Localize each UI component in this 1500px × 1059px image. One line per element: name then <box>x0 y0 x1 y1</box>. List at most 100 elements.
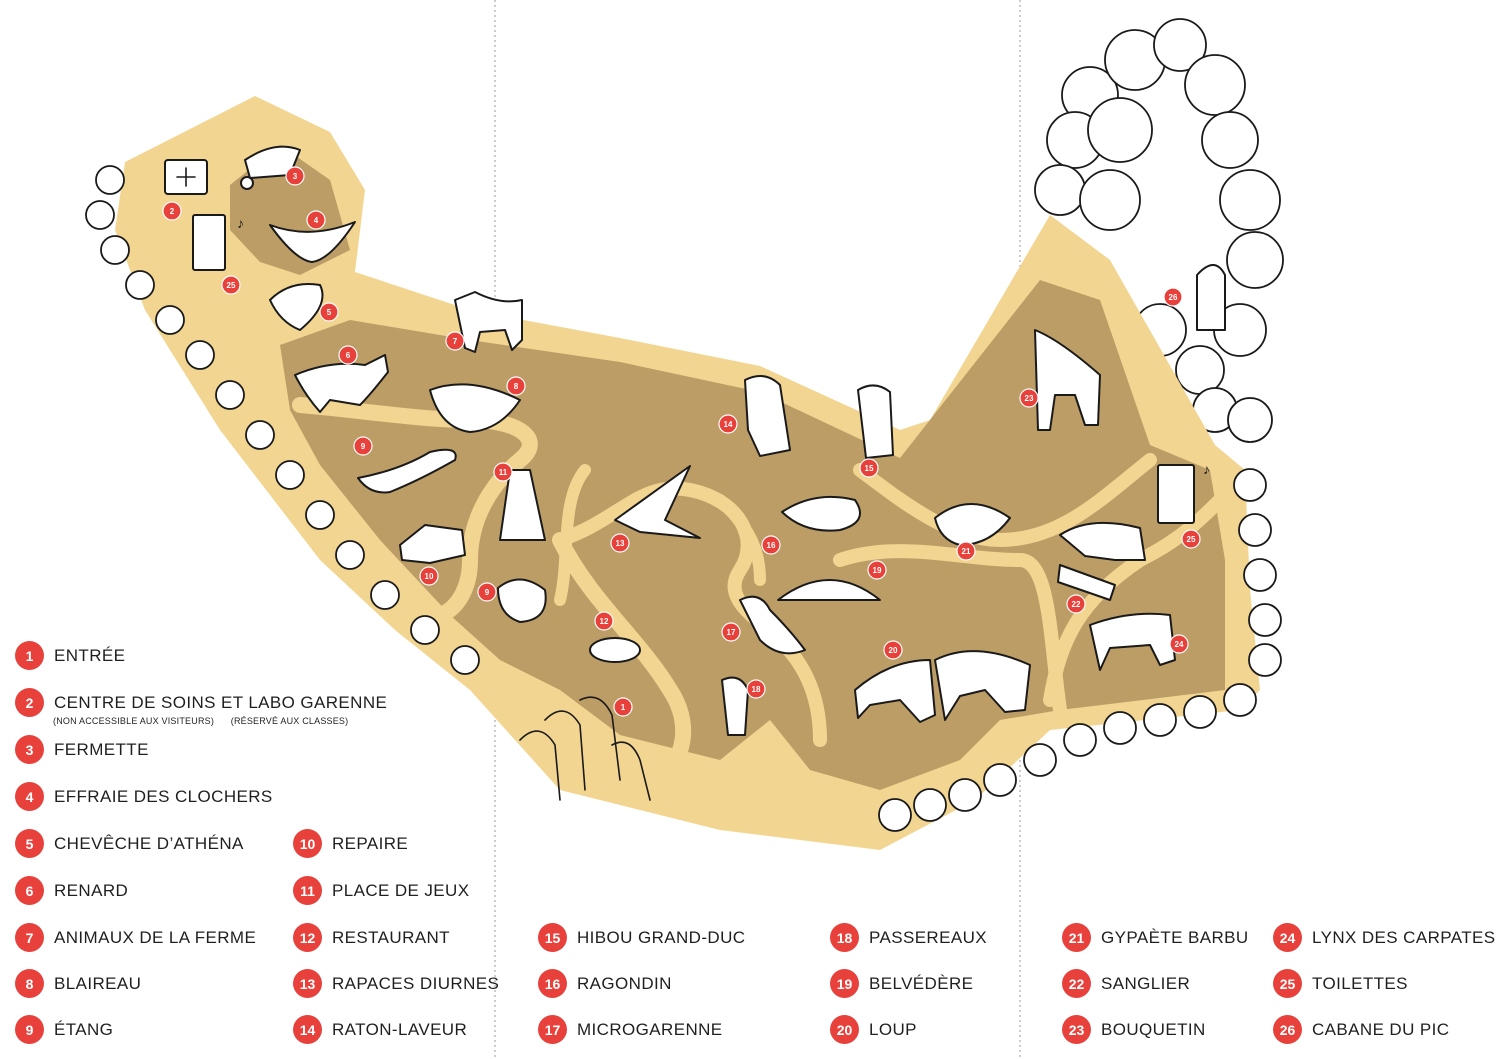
tree-icon <box>1227 397 1273 443</box>
bush-icon <box>85 200 115 230</box>
legend-number-badge: 8 <box>15 969 44 998</box>
map-marker-15[interactable]: 15 <box>859 458 879 478</box>
tree-icon <box>1219 169 1281 231</box>
map-marker-5[interactable]: 5 <box>319 302 339 322</box>
map-marker-number: 8 <box>514 382 519 391</box>
legend-label: BLAIREAU <box>54 973 142 993</box>
legend-label: HIBOU GRAND-DUC <box>577 927 746 947</box>
legend-item-10: 10 REPAIRE <box>293 829 408 858</box>
legend-number-badge: 17 <box>538 1015 567 1044</box>
tree-icon <box>1226 231 1284 289</box>
legend-number-badge: 23 <box>1062 1015 1091 1044</box>
map-marker-3[interactable]: 3 <box>285 166 305 186</box>
map-marker-number: 5 <box>327 308 332 317</box>
badger-icon <box>429 383 521 433</box>
bush-icon <box>1248 643 1282 677</box>
map-marker-4[interactable]: 4 <box>306 210 326 230</box>
map-marker-number: 9 <box>361 442 366 451</box>
tree-icon <box>1034 164 1086 216</box>
map-marker-number: 12 <box>600 617 609 626</box>
map-marker-18[interactable]: 18 <box>746 679 766 699</box>
map-marker-circle <box>761 535 781 555</box>
legend-item-8: 8 BLAIREAU <box>15 969 141 998</box>
map-marker-25[interactable]: 25 <box>1181 529 1201 549</box>
legend-number-badge: 16 <box>538 969 567 998</box>
legend-number-badge: 9 <box>15 1015 44 1044</box>
map-marker-21[interactable]: 21 <box>956 541 976 561</box>
map-marker-23[interactable]: 23 <box>1019 388 1039 408</box>
map-marker-circle <box>493 462 513 482</box>
map-marker-13[interactable]: 13 <box>610 533 630 553</box>
restaurant-plate-icon <box>589 637 641 663</box>
map-marker-2[interactable]: 2 <box>162 201 182 221</box>
bush-icon <box>983 763 1017 797</box>
inner-path <box>292 397 538 627</box>
salamander-icon <box>357 448 457 494</box>
map-marker-10[interactable]: 10 <box>419 566 439 586</box>
map-marker-circle <box>477 582 497 602</box>
barn-owl-icon <box>269 221 356 263</box>
map-marker-22[interactable]: 22 <box>1066 594 1086 614</box>
map-marker-12[interactable]: 12 <box>594 611 614 631</box>
map-marker-24[interactable]: 24 <box>1169 634 1189 654</box>
map-marker-number: 25 <box>227 281 236 290</box>
bush-icon <box>370 580 400 610</box>
map-marker-20[interactable]: 20 <box>883 640 903 660</box>
map-marker-11[interactable]: 11 <box>493 462 513 482</box>
map-marker-circle <box>721 622 741 642</box>
map-marker-7[interactable]: 7 <box>445 331 465 351</box>
map-marker-9[interactable]: 9 <box>477 582 497 602</box>
map-marker-circle <box>338 345 358 365</box>
map-marker-number: 1 <box>621 703 626 712</box>
legend-number-badge: 7 <box>15 923 44 952</box>
legend-label: REPAIRE <box>332 833 409 853</box>
legend-note-centre-soins: (NON ACCESSIBLE AUX VISITEURS) (RÉSERVÉ … <box>53 716 348 726</box>
legend-number-badge: 13 <box>293 969 322 998</box>
legend-label: ÉTANG <box>54 1019 114 1039</box>
map-marker-circle <box>1163 287 1183 307</box>
map-marker-number: 18 <box>752 685 761 694</box>
bush-icon <box>305 500 335 530</box>
legend-number-badge: 15 <box>538 923 567 952</box>
map-marker-16[interactable]: 16 <box>761 535 781 555</box>
legend-label: EFFRAIE DES CLOCHERS <box>54 786 273 806</box>
inner-path <box>1043 493 1227 707</box>
map-marker-25[interactable]: 25 <box>221 275 241 295</box>
map-marker-number: 11 <box>499 468 508 477</box>
bush-icon <box>913 788 947 822</box>
map-marker-number: 19 <box>873 566 882 575</box>
map-marker-number: 2 <box>170 207 175 216</box>
map-marker-19[interactable]: 19 <box>867 560 887 580</box>
ibex-icon <box>1034 329 1101 431</box>
map-marker-8[interactable]: 8 <box>506 376 526 396</box>
legend-number-badge: 10 <box>293 829 322 858</box>
map-marker-circle <box>506 376 526 396</box>
legend-number-badge: 4 <box>15 782 44 811</box>
bush-icon <box>245 420 275 450</box>
legend-label: FERMETTE <box>54 739 149 759</box>
inner-path <box>833 544 1067 717</box>
vulture-nest-icon <box>934 503 1011 546</box>
bush-icon <box>878 798 912 832</box>
map-marker-26[interactable]: 26 <box>1163 287 1183 307</box>
map-marker-circle <box>419 566 439 586</box>
map-marker-1[interactable]: 1 <box>613 697 633 717</box>
map-marker-6[interactable]: 6 <box>338 345 358 365</box>
tree-icon <box>1153 18 1207 72</box>
map-marker-14[interactable]: 14 <box>718 414 738 434</box>
legend-number-badge: 1 <box>15 641 44 670</box>
bush-icon <box>1023 743 1057 777</box>
eagle-owl-icon <box>857 384 894 459</box>
legend-label: PASSEREAUX <box>869 927 988 947</box>
map-marker-9[interactable]: 9 <box>353 436 373 456</box>
fox-icon <box>294 354 389 413</box>
legend-number-badge: 5 <box>15 829 44 858</box>
map-marker-17[interactable]: 17 <box>721 622 741 642</box>
legend-number-badge: 26 <box>1273 1015 1302 1044</box>
legend-number-badge: 21 <box>1062 923 1091 952</box>
